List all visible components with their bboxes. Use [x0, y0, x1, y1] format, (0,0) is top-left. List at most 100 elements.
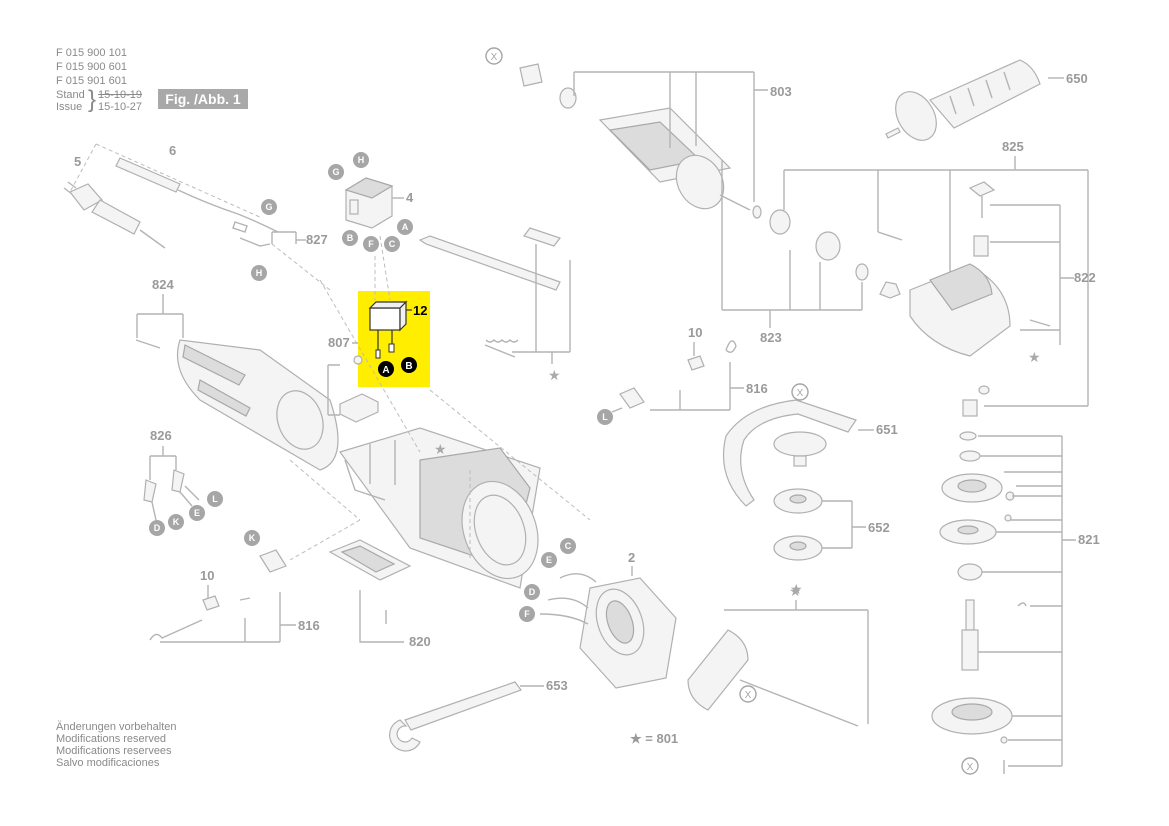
- highlight-part-12: 12 A B: [358, 291, 430, 387]
- x-marker-spindle: X: [961, 757, 979, 775]
- cable-sleeve: [91, 199, 141, 235]
- x-marker-guard: X: [791, 383, 809, 401]
- svg-text:D: D: [529, 587, 536, 597]
- svg-text:G: G: [332, 167, 339, 177]
- callout-A-switch: A: [397, 219, 413, 235]
- star-legend: ★ = 801: [630, 731, 678, 746]
- cord-protector: [115, 157, 181, 193]
- part-label-10-right: 10: [688, 325, 702, 340]
- svg-text:H: H: [358, 155, 365, 165]
- spanner-653: [389, 681, 522, 752]
- part-label-825: 825: [1002, 139, 1024, 154]
- figure-badge: Fig. /Abb. 1: [158, 89, 248, 109]
- callout-D-826: D: [149, 520, 165, 536]
- footer-line-de: Änderungen vorbehalten: [56, 721, 177, 733]
- brace: }: [88, 86, 97, 113]
- star-mark-switch: ★: [548, 367, 561, 383]
- star-mark-gearhead: ★: [1028, 349, 1041, 365]
- part-label-652: 652: [868, 520, 890, 535]
- callout-L-826: L: [207, 491, 223, 507]
- callout-L-816: L: [597, 409, 613, 425]
- part-label-2: 2: [628, 550, 635, 565]
- callout-H-top: H: [353, 152, 369, 168]
- footer-line-es: Salvo modificaciones: [56, 757, 160, 769]
- footer-line-fr: Modifications reservees: [56, 745, 172, 757]
- part-label-820: 820: [409, 634, 431, 649]
- x-marker-armature: X: [485, 47, 503, 65]
- part-label-821: 821: [1078, 532, 1100, 547]
- stand-date: 15-10-19: [98, 89, 143, 101]
- stand-label: Stand: [56, 89, 85, 101]
- part-label-824: 824: [152, 277, 174, 292]
- star-mark-flange: ★: [790, 581, 803, 597]
- part-label-10-left: 10: [200, 568, 214, 583]
- switch-slide: [418, 227, 571, 364]
- part-number-1: F 015 900 101: [56, 47, 127, 59]
- modifications-notice: Änderungen vorbehalten Modifications res…: [56, 721, 176, 769]
- part-label-816-left: 816: [298, 618, 320, 633]
- callout-E-field: E: [541, 552, 557, 568]
- svg-text:K: K: [173, 517, 180, 527]
- auxiliary-handle-650: [885, 59, 1041, 141]
- svg-text:X: X: [491, 52, 498, 63]
- svg-text:F: F: [524, 609, 530, 619]
- x-marker-bearing: X: [739, 685, 757, 703]
- callout-F-field: F: [519, 606, 535, 622]
- part-label-6: 6: [169, 143, 176, 158]
- part-label-5: 5: [74, 154, 81, 169]
- connector-a-marker: [378, 361, 394, 377]
- star-mark-housing: ★: [434, 441, 447, 457]
- callout-E-826: E: [189, 505, 205, 521]
- issue-label: Issue: [56, 101, 83, 113]
- callout-K-816: K: [244, 530, 260, 546]
- bearing-flange: [687, 629, 749, 711]
- svg-text:E: E: [194, 508, 200, 518]
- part-label-651: 651: [876, 422, 898, 437]
- svg-text:H: H: [256, 268, 263, 278]
- svg-text:A: A: [402, 222, 409, 232]
- part-number-2: F 015 900 601: [56, 61, 127, 73]
- callout-D-field: D: [524, 584, 540, 600]
- part-label-816-right: 816: [746, 381, 768, 396]
- part-number-3: F 015 901 601: [56, 75, 127, 87]
- svg-text:F: F: [368, 239, 374, 249]
- part-label-807: 807: [328, 335, 350, 350]
- callout-C-field: C: [560, 538, 576, 554]
- field-coil-2: [539, 573, 677, 689]
- svg-text:K: K: [249, 533, 256, 543]
- svg-text:X: X: [797, 388, 804, 399]
- star-mark-bearing: ★: [789, 583, 802, 599]
- part-label-826: 826: [150, 428, 172, 443]
- plug: [69, 183, 103, 211]
- svg-text:C: C: [389, 239, 396, 249]
- part-label-822: 822: [1074, 270, 1096, 285]
- svg-text:L: L: [212, 494, 218, 504]
- part-label-650: 650: [1066, 71, 1088, 86]
- brush-holder-plate-820: [328, 539, 412, 643]
- svg-text:D: D: [154, 523, 161, 533]
- footer-line-en: Modifications reserved: [56, 733, 167, 745]
- part-label-653: 653: [546, 678, 568, 693]
- svg-text:G: G: [265, 202, 272, 212]
- svg-text:L: L: [602, 412, 608, 422]
- spindle-assembly-821: [931, 431, 1027, 774]
- callout-F-switch: F: [363, 236, 379, 252]
- part-label-827: 827: [306, 232, 328, 247]
- power-cord-group: [63, 143, 279, 249]
- callout-K-826: K: [168, 514, 184, 530]
- switch-part-4: [344, 177, 404, 229]
- svg-text:B: B: [347, 233, 354, 243]
- svg-text:X: X: [967, 762, 974, 773]
- callout-G-cord: G: [261, 199, 277, 215]
- connector-b-label: B: [405, 361, 412, 372]
- motor-housing: [339, 427, 541, 589]
- svg-text:C: C: [565, 541, 572, 551]
- svg-text:X: X: [745, 690, 752, 701]
- callout-H-cord: H: [251, 265, 267, 281]
- connector-a-label: A: [382, 365, 389, 376]
- part-label-803: 803: [770, 84, 792, 99]
- issue-date: 15-10-27: [98, 101, 143, 113]
- capacitor-body: [369, 307, 401, 331]
- armature-803: [519, 63, 903, 299]
